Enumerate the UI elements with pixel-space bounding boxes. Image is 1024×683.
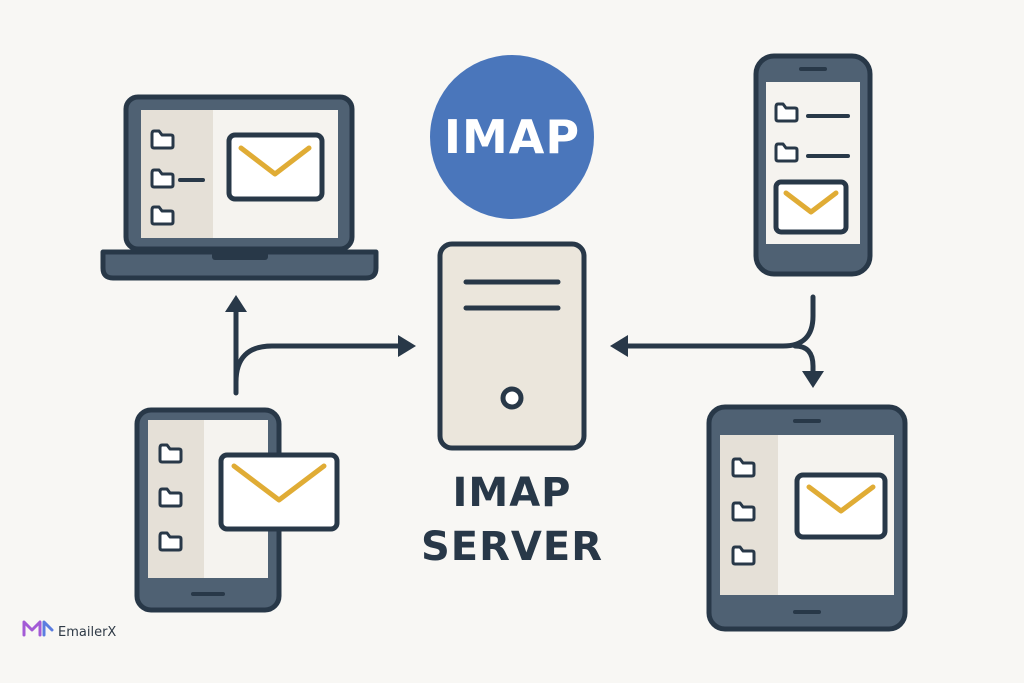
phone-device [753,53,873,277]
laptop-trackpad-notch [212,252,268,260]
server-label-line2: SERVER [421,524,603,570]
server-body [437,241,587,451]
brand-logo-icon [22,620,54,637]
tablet-left-device [134,407,340,613]
phone-envelope-icon [773,179,849,235]
badge-circle [430,55,594,219]
tablet-right-envelope-icon [794,472,888,540]
badge-label: IMAP [444,110,580,164]
laptop-device [100,94,379,281]
laptop-base [100,249,379,281]
brand: EmailerX [22,620,116,640]
laptop-envelope-icon [226,132,325,202]
imap-badge: IMAP [430,55,594,219]
server-power-light [500,386,524,410]
server-label-line1: IMAP [453,470,572,516]
brand-name: EmailerX [58,625,116,640]
server-icon [437,241,587,451]
tablet-right-device [706,404,908,632]
left-sync-arrow-icon [225,295,416,396]
tablet-left-envelope-icon [218,452,340,532]
right-sync-arrow-icon [610,294,824,388]
